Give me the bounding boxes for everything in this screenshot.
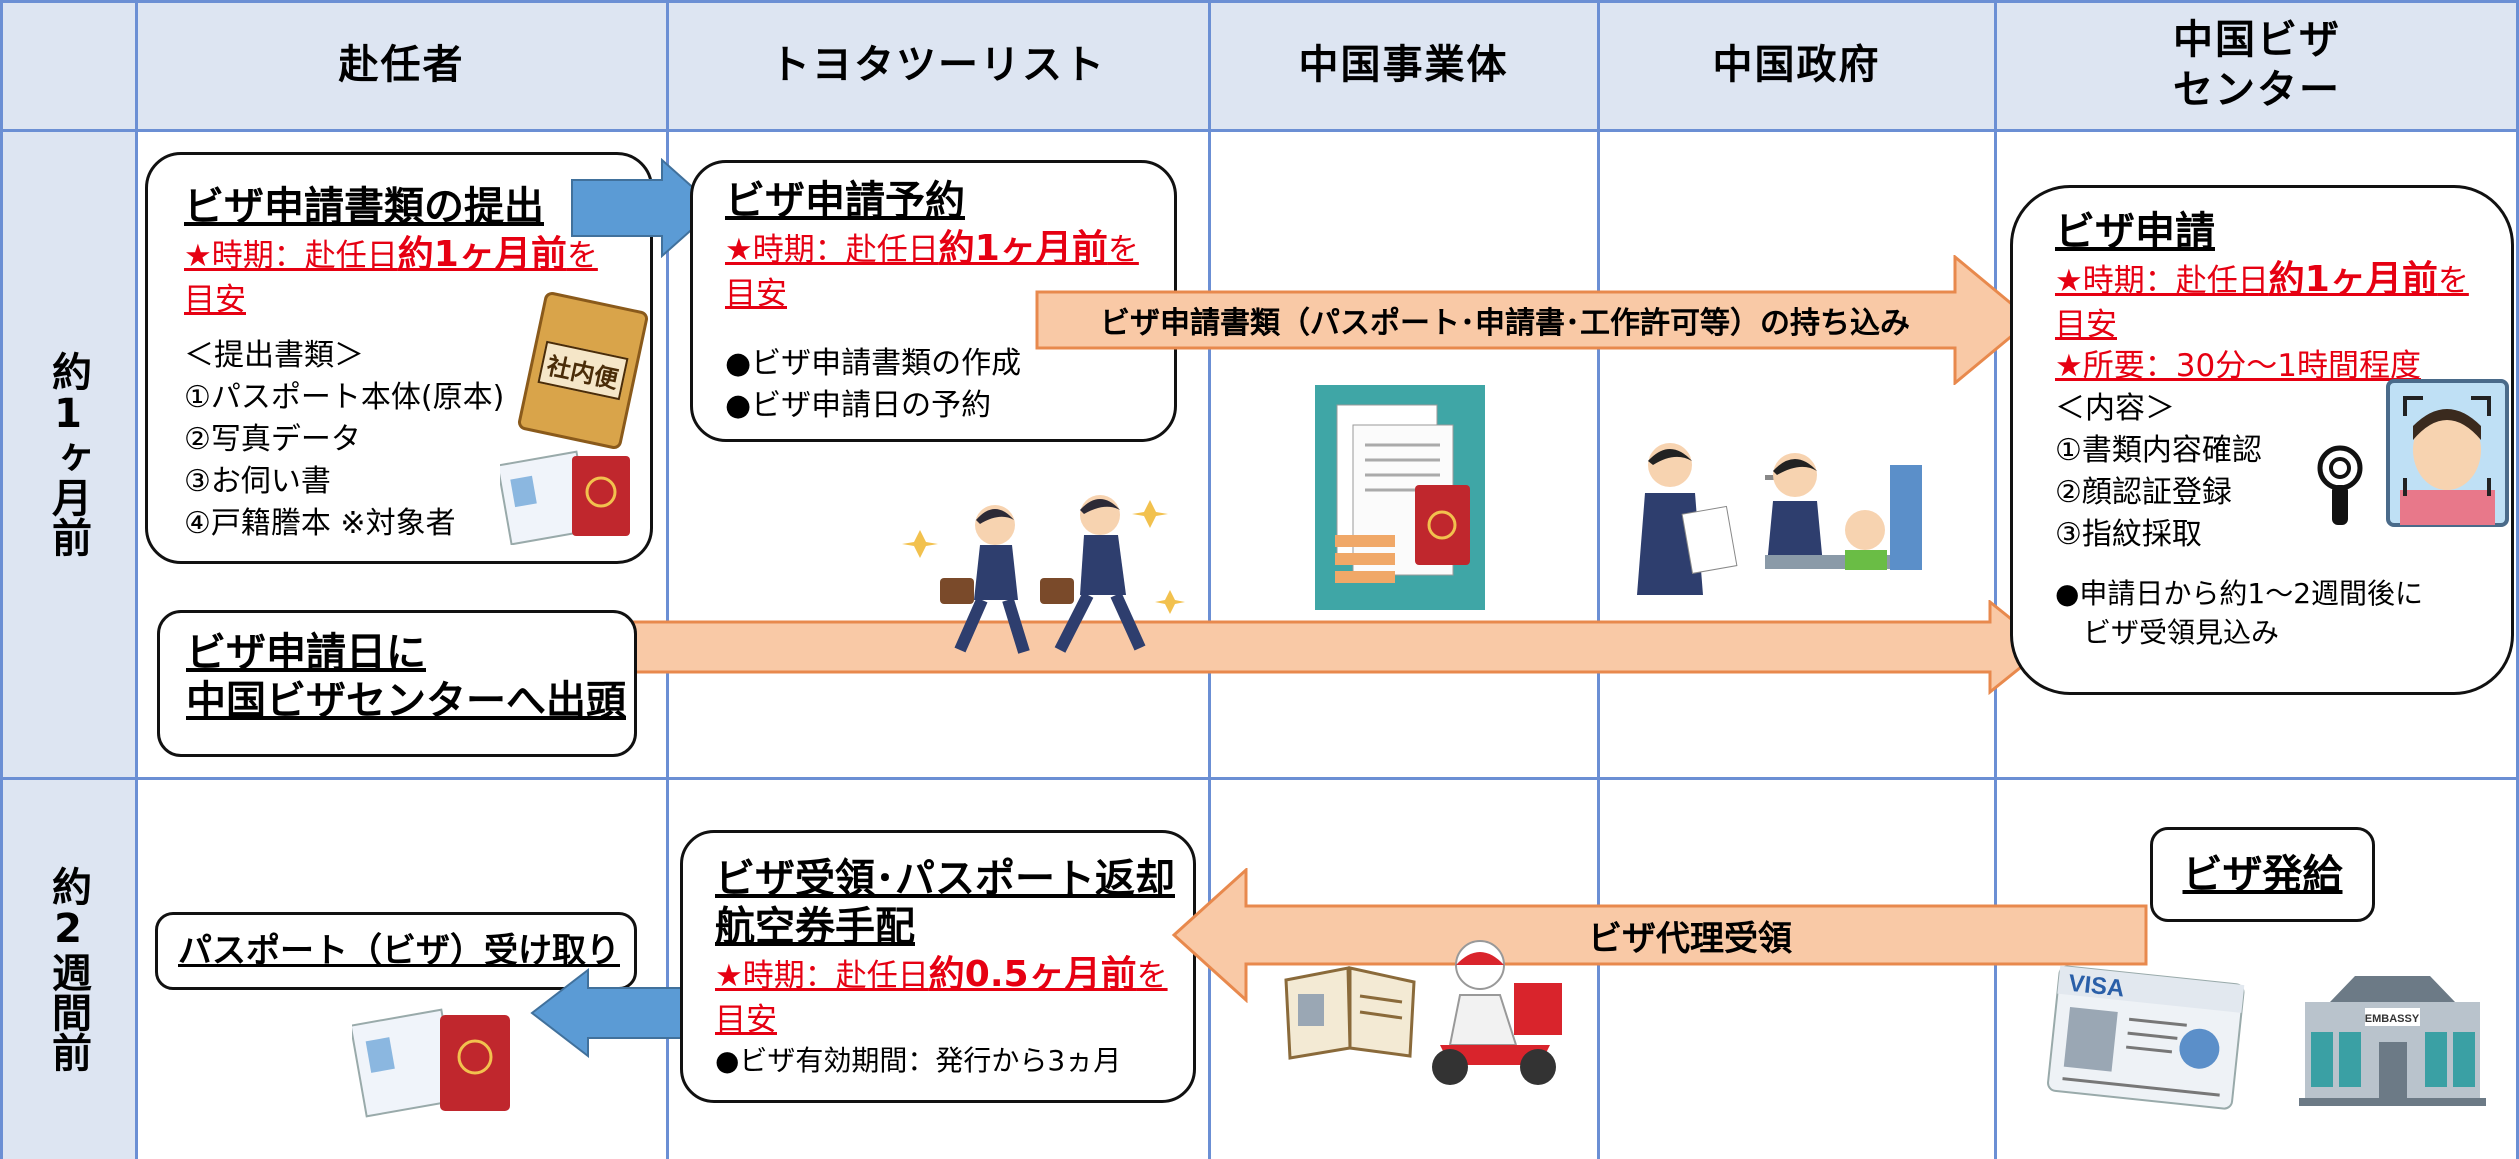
header-china-entity: 中国事業体 [1209, 0, 1598, 130]
face-recognition-icon [2386, 379, 2509, 527]
receive-validity: ●ビザ有効期間：発行から3ヵ月 [715, 1044, 1122, 1078]
header-corner [0, 0, 136, 130]
header-assignee: 赴任者 [136, 0, 667, 130]
passport-pickup-box: パスポート（ビザ）受け取り [155, 912, 637, 990]
svg-text:VISA: VISA [2067, 970, 2126, 1003]
running-businesspeople-icon [902, 495, 1185, 654]
visa-receipt-box: ビザ受領･パスポート返却 航空券手配 ★時期：赴任日約0.5ヶ月前を目安 ●ビザ… [680, 830, 1196, 1103]
header-china-government: 中国政府 [1598, 0, 1995, 130]
issue-title: ビザ発給 [2182, 851, 2343, 898]
reserve-period: ★時期：赴任日約1ヶ月前を目安 [725, 228, 1139, 312]
apply-content: ＜内容＞ ①書類内容確認 ②顔認証登録 ③指紋採取 [2055, 391, 2262, 553]
arrow-bring-documents [1035, 255, 2034, 385]
arrow-proxy-receipt [1171, 868, 2148, 1003]
bring-documents-label: ビザ申請書類（パスポート･申請書･工作許可等）の持ち込み [1100, 306, 1910, 341]
grid-line [1994, 0, 1997, 1159]
grid-line [0, 129, 2519, 132]
appear-line2: 中国ビザセンターへ出頭 [186, 678, 626, 724]
grid-line [1597, 0, 1600, 1159]
header-visa-center: 中国ビザ センター [1995, 0, 2519, 130]
grid-line [1208, 0, 1211, 1159]
row-header-two-weeks: 約2週間前 [0, 778, 136, 1159]
submit-period: ★時期：赴任日約1ヶ月前を目安 [184, 234, 598, 318]
visa-reservation-box: ビザ申請予約 ★時期：赴任日約1ヶ月前を目安 ●ビザ申請書類の作成 ●ビザ申請日… [690, 160, 1177, 442]
apply-period: ★時期：赴任日約1ヶ月前を目安 [2055, 259, 2469, 343]
visa-issuance-box: ビザ発給 [2150, 827, 2375, 922]
appear-line1: ビザ申請日に [186, 630, 426, 676]
fingerprint-icon [2317, 445, 2363, 525]
arrow-receive-to-pickup [530, 968, 695, 1058]
pickup-title: パスポート（ビザ）受け取り [178, 930, 620, 971]
visa-card-icon: VISA [2047, 965, 2245, 1110]
apply-title: ビザ申請 [2055, 209, 2215, 255]
svg-text:EMBASSY: EMBASSY [2365, 1013, 2420, 1025]
submit-title: ビザ申請書類の提出 [184, 184, 544, 230]
grid-line [666, 0, 669, 1159]
apply-duration: ★所要：30分～1時間程度 [2055, 348, 2421, 385]
grid-line [2516, 0, 2519, 1159]
arrow-submit-to-reserve [571, 158, 718, 258]
arrow-to-visa-center [600, 600, 2049, 695]
apply-note: ●申請日から約1～2週間後に ビザ受領見込み [2055, 577, 2424, 650]
application-documents-icon [1315, 385, 1485, 610]
government-officials-icon [1637, 443, 1922, 595]
passport-icon [352, 1008, 510, 1118]
grid-line [0, 777, 2519, 780]
submit-docs-list: ＜提出書類＞ ①パスポート本体(原本) ②写真データ ③お伺い書 ④戸籍謄本 ※… [184, 338, 505, 542]
row-header-one-month: 約1ヶ月前 [0, 130, 136, 778]
grid-line [0, 0, 3, 1159]
receive-line2: 航空券手配 [715, 904, 915, 950]
open-passport-icon [1284, 966, 1416, 1060]
delivery-courier-icon [1432, 940, 1562, 1085]
header-toyota-tourist: トヨタツーリスト [667, 0, 1209, 130]
receive-period: ★時期：赴任日約0.5ヶ月前を目安 [715, 954, 1168, 1038]
embassy-building-icon: EMBASSY [2299, 976, 2486, 1106]
receive-line1: ビザ受領･パスポート返却 [715, 856, 1175, 902]
reserve-items: ●ビザ申請書類の作成 ●ビザ申請日の予約 [725, 346, 1022, 424]
proxy-receipt-label: ビザ代理受領 [1588, 918, 1792, 959]
visa-center-appearance-box: ビザ申請日に 中国ビザセンターへ出頭 [157, 610, 637, 757]
grid-line [0, 0, 2519, 3]
grid-line [135, 0, 138, 1159]
passport-icon [500, 450, 630, 545]
reserve-title: ビザ申請予約 [725, 178, 965, 224]
